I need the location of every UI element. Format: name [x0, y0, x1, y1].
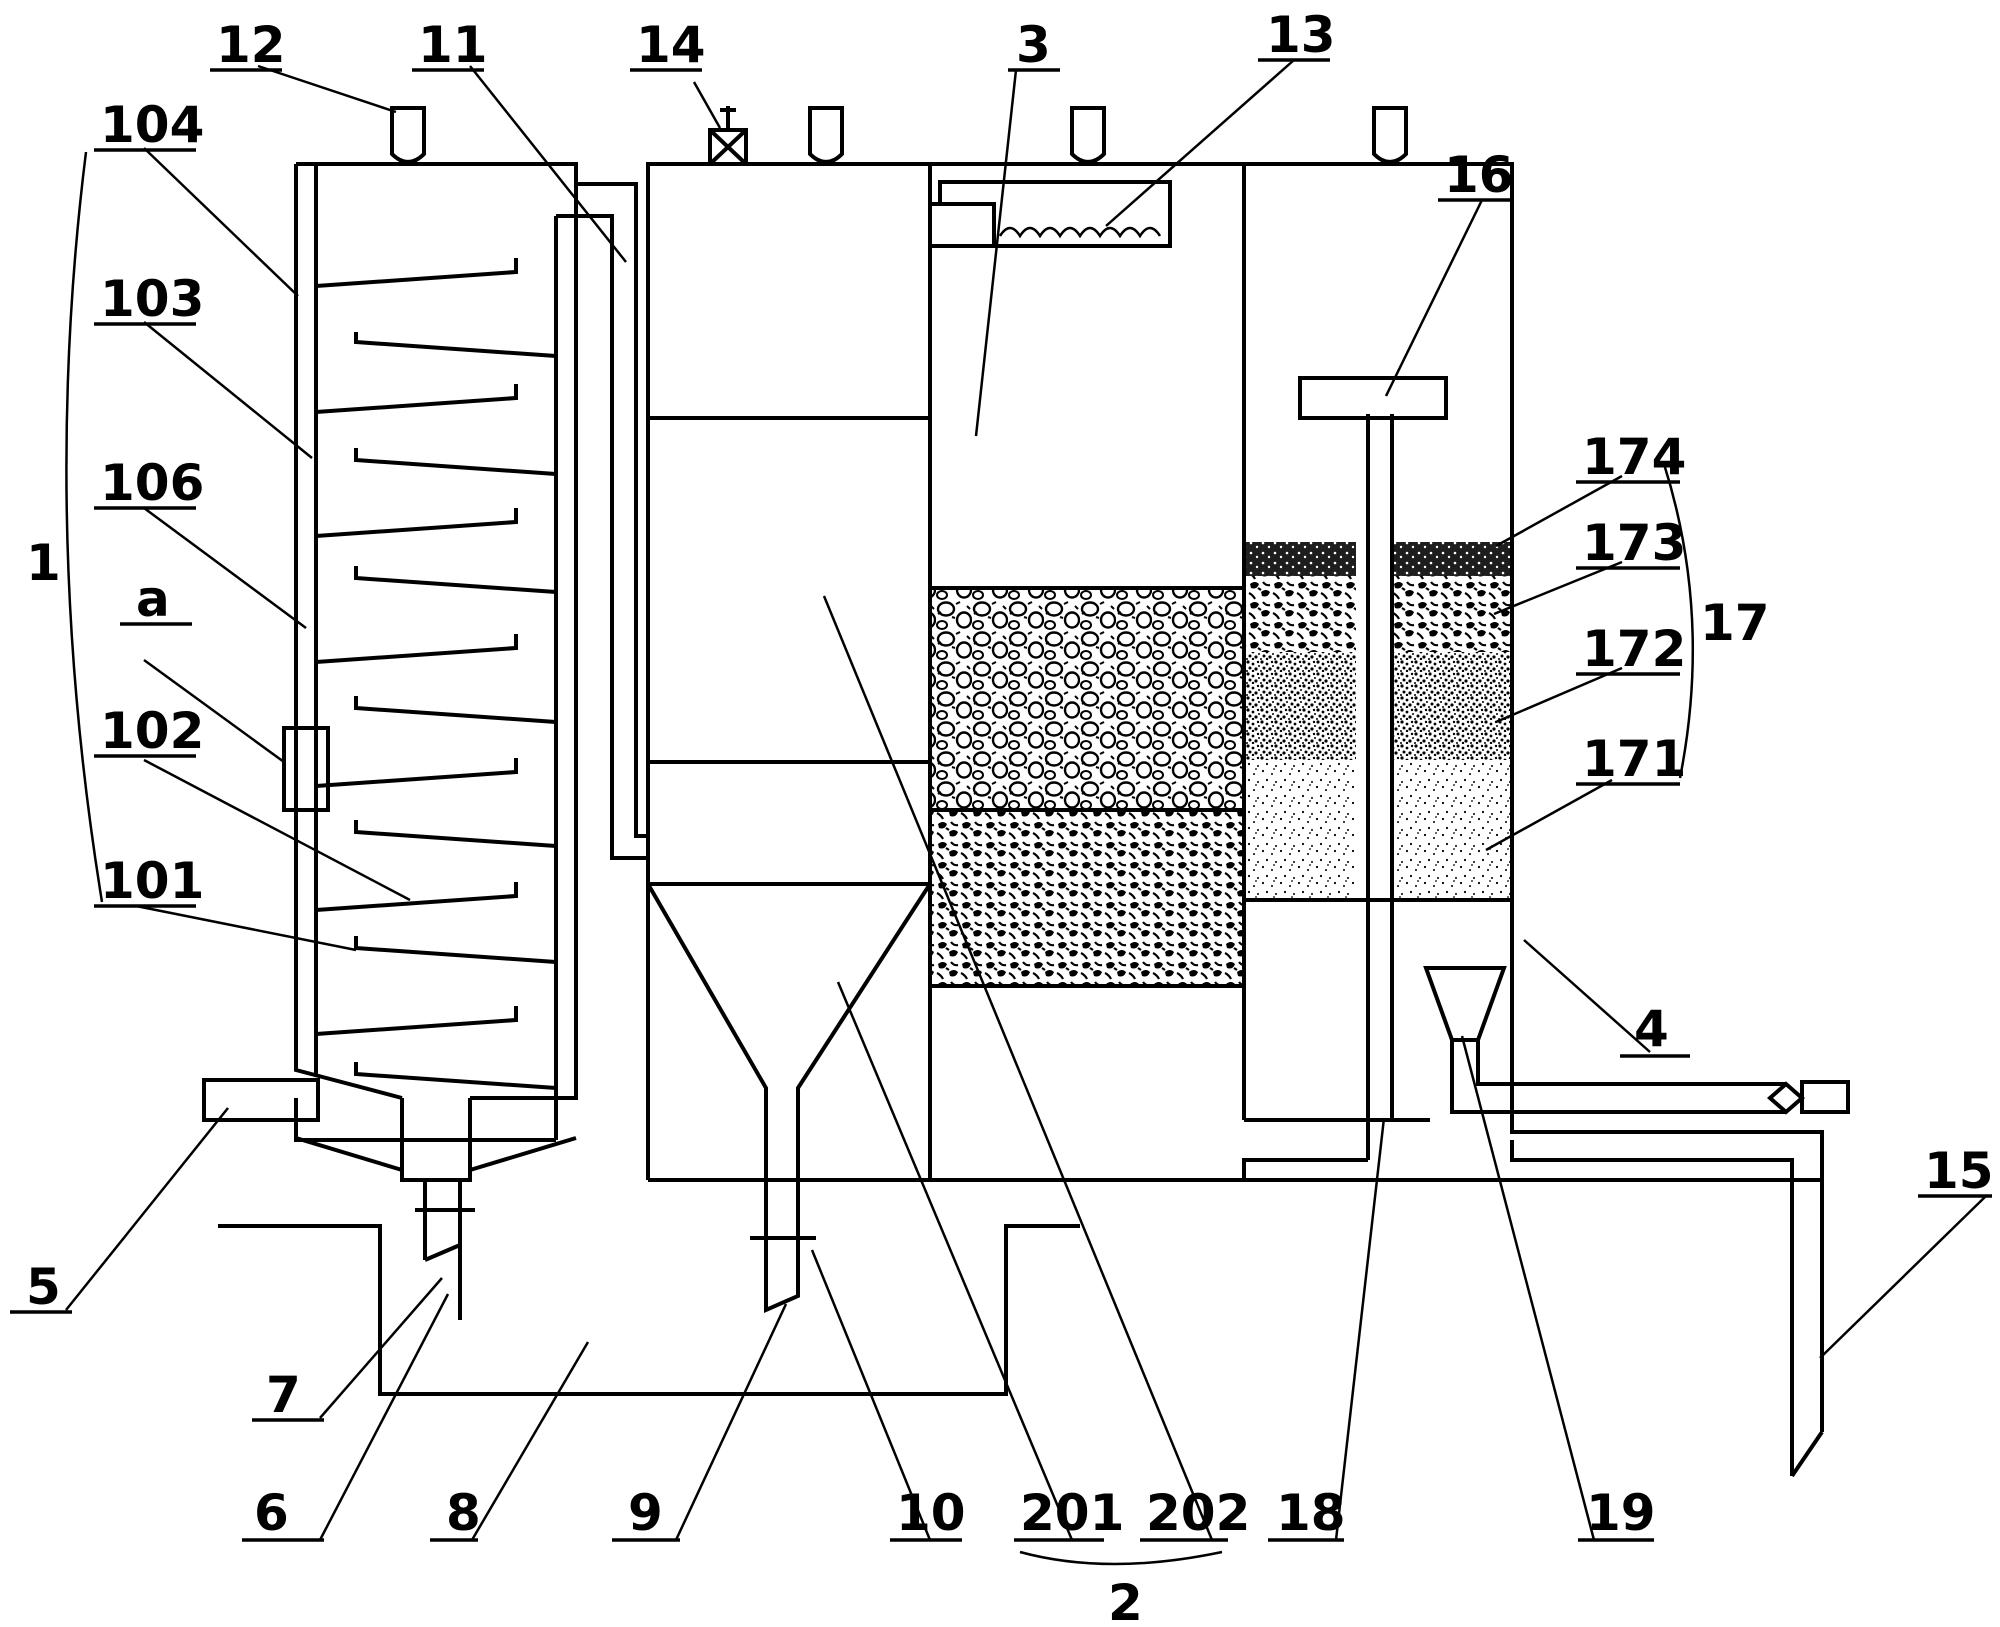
- label-104: 104: [100, 96, 204, 154]
- label-19: 19: [1586, 1484, 1656, 1542]
- label-1: 1: [26, 534, 61, 592]
- label-103: 103: [100, 270, 204, 328]
- label-13: 13: [1266, 6, 1336, 64]
- label-a: a: [136, 570, 170, 628]
- leader-lines: [65, 59, 1987, 1566]
- label-15: 15: [1924, 1142, 1994, 1200]
- label-2: 2: [1108, 1574, 1143, 1627]
- label-106: 106: [100, 454, 204, 512]
- outlet-pipe-15: [1423, 966, 1850, 1478]
- label-201: 201: [1020, 1484, 1124, 1542]
- label-172: 172: [1582, 620, 1686, 678]
- label-3: 3: [1016, 16, 1051, 74]
- label-173: 173: [1582, 514, 1686, 572]
- column-unit-1: [202, 106, 646, 1320]
- label-101: 101: [100, 852, 204, 910]
- label-16: 16: [1444, 146, 1514, 204]
- label-9: 9: [628, 1484, 663, 1542]
- label-12: 12: [216, 16, 286, 74]
- main-tank: [646, 106, 1822, 1314]
- label-17: 17: [1700, 594, 1770, 652]
- label-102: 102: [100, 702, 204, 760]
- label-18: 18: [1276, 1484, 1346, 1542]
- label-202: 202: [1146, 1484, 1250, 1542]
- labels: 12 11 14 3 13 16 104 103 106 a 102 101 1…: [10, 6, 1994, 1627]
- collection-basin-8: [218, 1224, 1080, 1396]
- label-8: 8: [446, 1484, 481, 1542]
- label-11: 11: [418, 16, 488, 74]
- label-4: 4: [1634, 1000, 1669, 1058]
- label-14: 14: [636, 16, 706, 74]
- label-6: 6: [254, 1484, 289, 1542]
- label-7: 7: [266, 1366, 301, 1424]
- label-174: 174: [1582, 428, 1686, 486]
- inclined-plates: [315, 258, 557, 1090]
- label-10: 10: [896, 1484, 966, 1542]
- label-171: 171: [1582, 730, 1686, 788]
- label-5: 5: [26, 1258, 61, 1316]
